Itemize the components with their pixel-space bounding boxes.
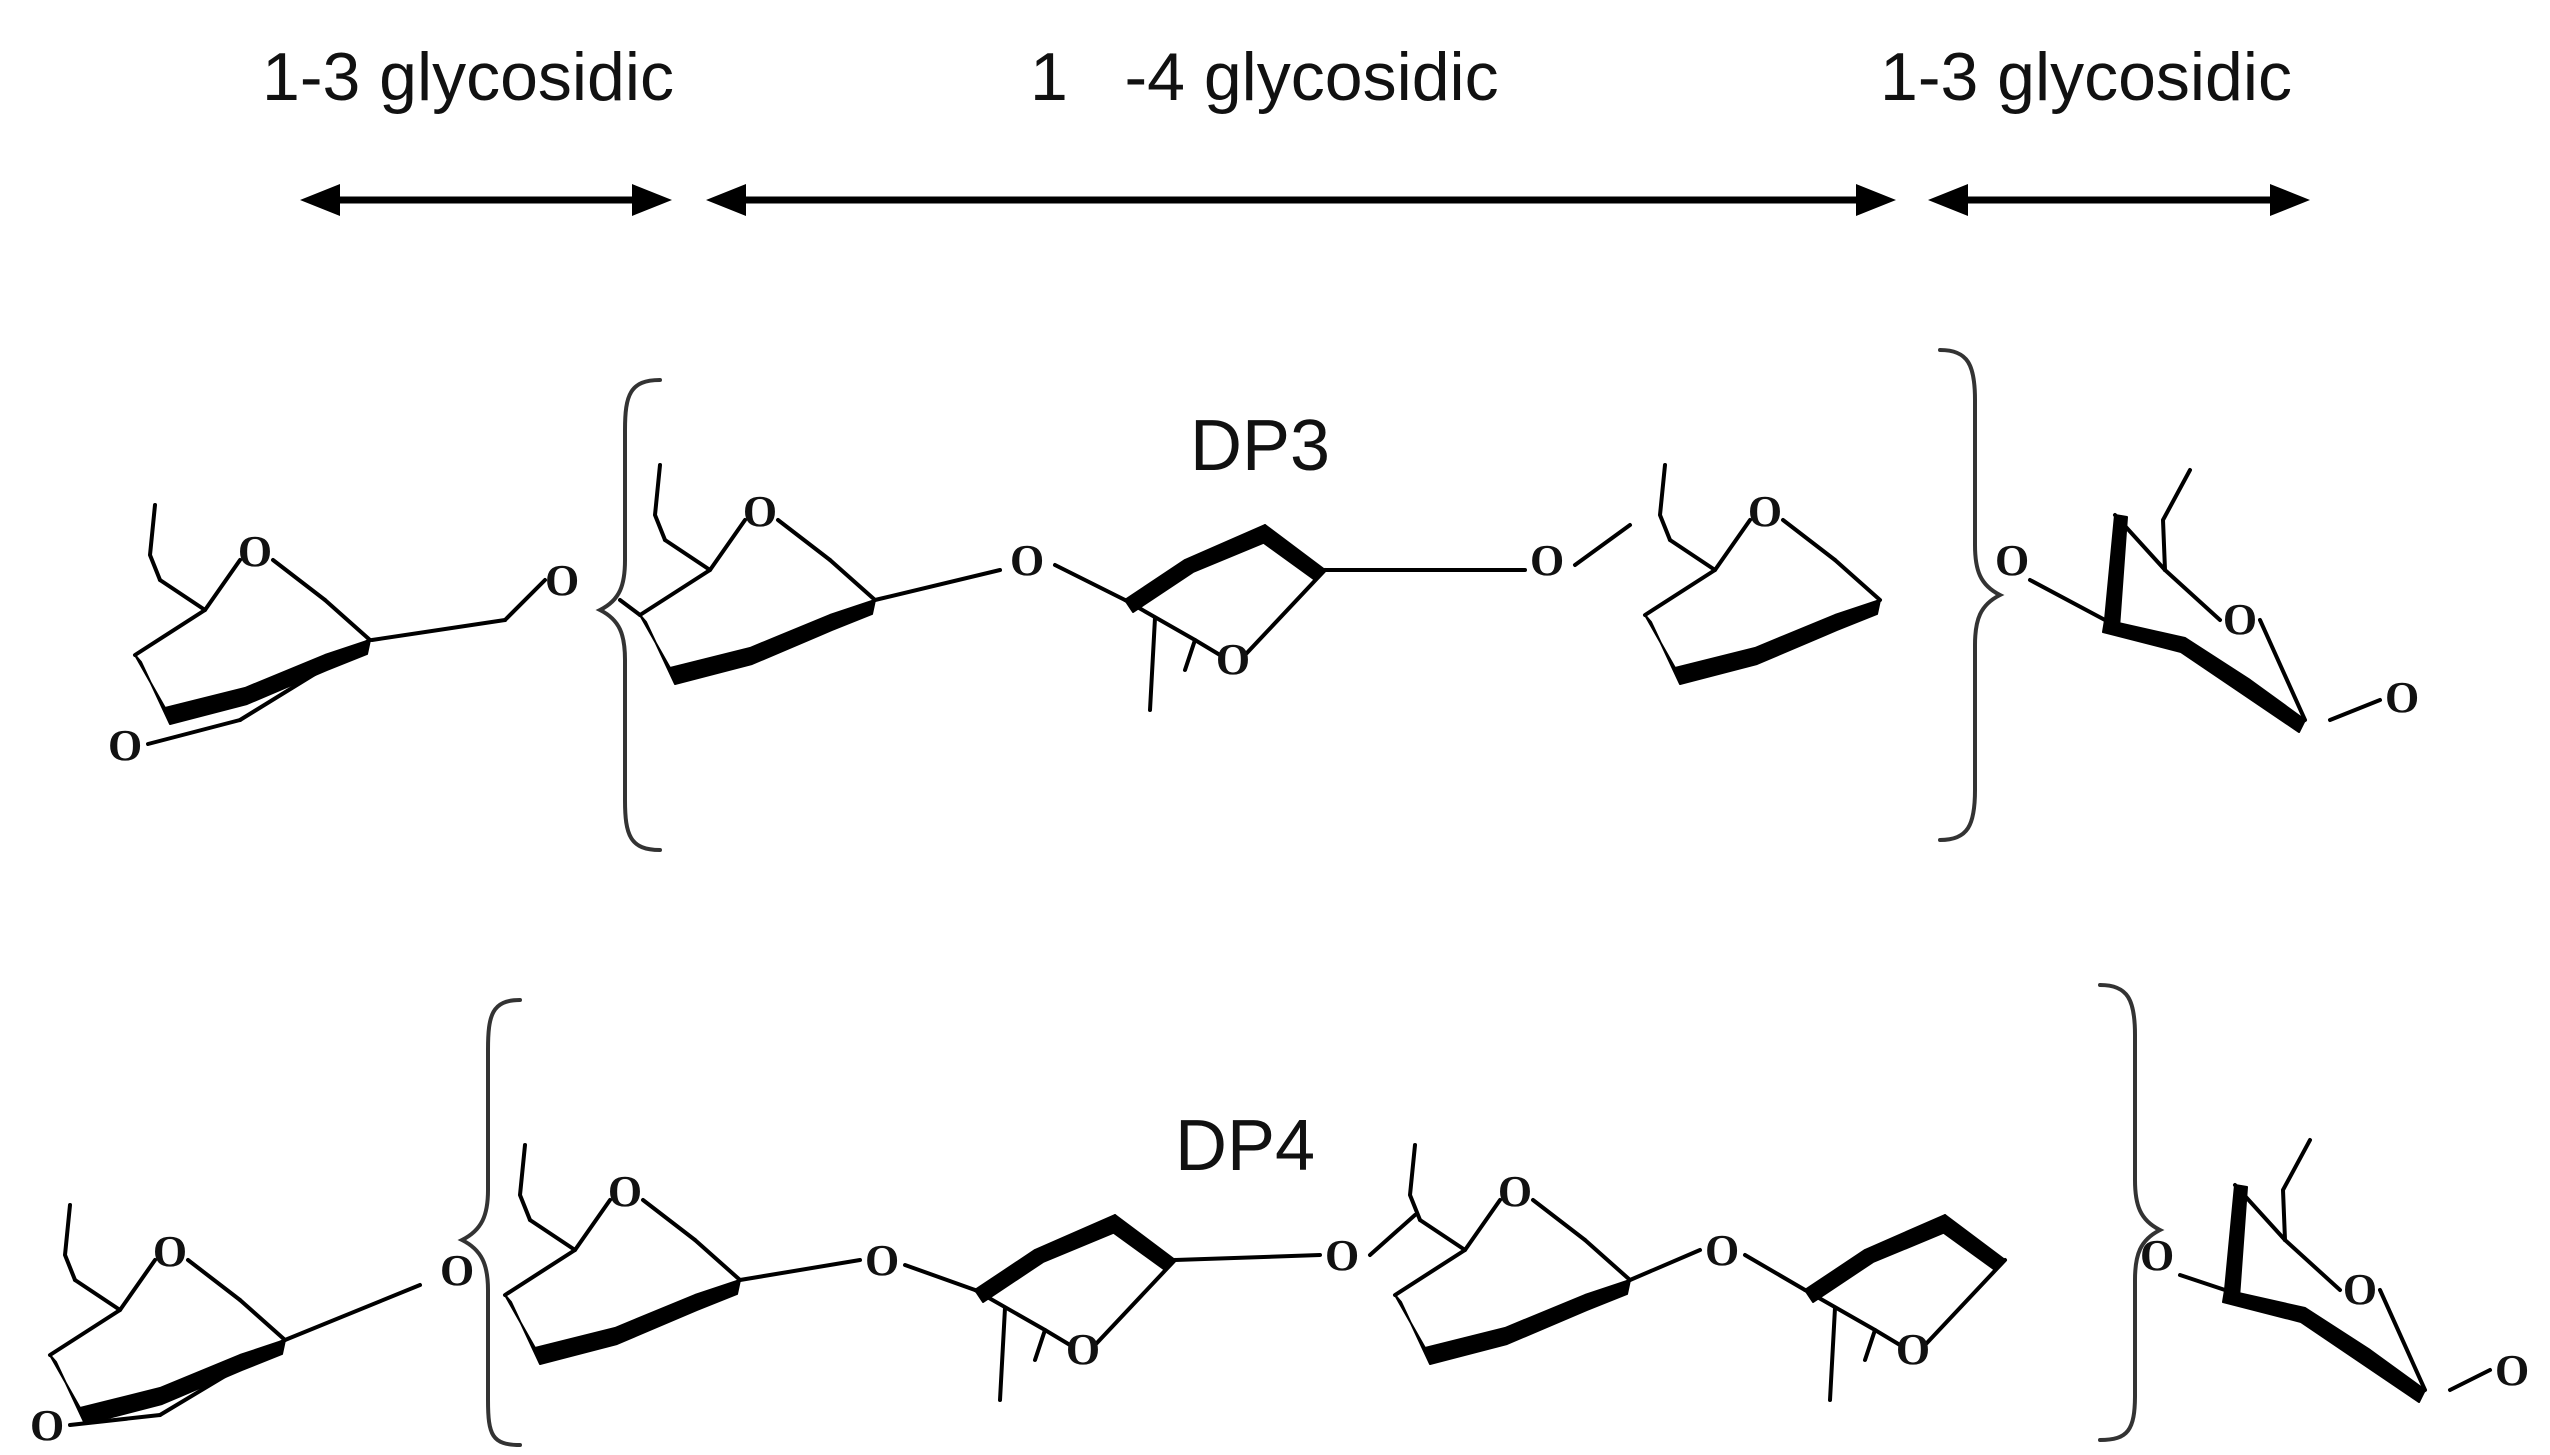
svg-text:O: O xyxy=(865,1236,899,1285)
svg-text:O: O xyxy=(1995,536,2029,585)
dp3-residue-2 xyxy=(1123,523,1327,712)
svg-text:O: O xyxy=(1530,536,1564,585)
middle-linkage-label: 1 -4 glycosidic xyxy=(1030,39,1499,115)
svg-text:O: O xyxy=(440,1246,474,1295)
dp3-residue-3 xyxy=(1643,463,1882,686)
svg-text:O: O xyxy=(1325,1231,1359,1280)
dp4-right-residue xyxy=(2221,1138,2427,1404)
svg-text:O: O xyxy=(2385,673,2419,722)
dp4-residue-2 xyxy=(973,1213,1177,1402)
svg-text:O: O xyxy=(545,556,579,605)
dp4-residue-1 xyxy=(503,1143,742,1366)
dp3-structure: O O DP3 O O O O xyxy=(108,348,2419,852)
right-linkage-arrow xyxy=(1928,184,2310,216)
svg-text:O: O xyxy=(2140,1231,2174,1280)
dp3-right-residue xyxy=(2101,468,2307,734)
middle-linkage-arrow xyxy=(706,184,1896,216)
svg-text:O: O xyxy=(1705,1226,1739,1275)
dp3-residue-1 xyxy=(638,463,877,686)
dp4-residue-4 xyxy=(1803,1213,2007,1402)
dp4-residue-3 xyxy=(1393,1143,1632,1366)
svg-text:O: O xyxy=(1010,536,1044,585)
svg-text:O: O xyxy=(2495,1346,2529,1395)
svg-text:O: O xyxy=(30,1401,64,1450)
dp3-label: DP3 xyxy=(1190,406,1330,486)
dp4-label: DP4 xyxy=(1175,1106,1315,1186)
left-linkage-arrow xyxy=(300,184,672,216)
dp4-structure: O O DP4 O O O O O xyxy=(30,983,2529,1450)
right-linkage-label: 1-3 glycosidic xyxy=(1880,39,2292,115)
dp3-left-residue xyxy=(133,503,372,726)
left-linkage-label: 1-3 glycosidic xyxy=(262,39,674,115)
svg-text:O: O xyxy=(108,721,142,770)
dp4-left-residue xyxy=(48,1203,287,1426)
